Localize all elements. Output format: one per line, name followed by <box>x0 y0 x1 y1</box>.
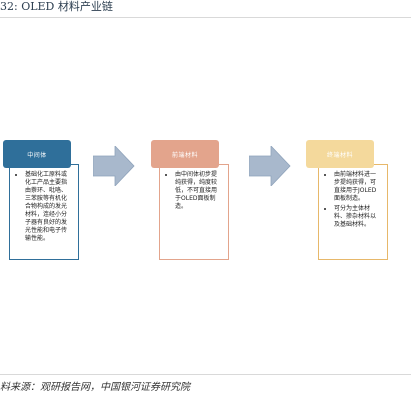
right-arrow-icon <box>249 146 291 186</box>
stage-card-front-end: 由中间体初步提纯获得，纯度较低，不可直接用于OLED面板制造。 <box>159 164 229 260</box>
right-arrow-icon <box>93 146 135 186</box>
stage-bullet: 基础化工原料或化工产品主要指由萘环、吡咯、三苯胺等有机化合物构成的发光材料，连经… <box>25 171 71 243</box>
source-divider <box>0 374 411 375</box>
stage-header-front-end: 前端材料 <box>151 140 219 168</box>
stage-header-intermediate: 中间体 <box>3 140 71 168</box>
stage-bullet: 可分为主体材料、掺杂材料以及基础材料。 <box>334 205 380 229</box>
stage-bullet: 由中间体初步提纯获得，纯度较低，不可直接用于OLED面板制造。 <box>175 171 221 211</box>
stage-bullet: 由前端材料进一步提纯获得，可直接用于JOLED面板制造。 <box>334 171 380 203</box>
figure-title: 32: OLED 材料产业链 <box>0 0 113 13</box>
stage-header-terminal: 终端材料 <box>306 140 374 168</box>
stage-bullet-list: 基础化工原料或化工产品主要指由萘环、吡咯、三苯胺等有机化合物构成的发光材料，连经… <box>18 171 71 243</box>
title-divider <box>0 17 411 18</box>
stage-bullet-list: 由中间体初步提纯获得，纯度较低，不可直接用于OLED面板制造。 <box>168 171 221 211</box>
stage-card-intermediate: 基础化工原料或化工产品主要指由萘环、吡咯、三苯胺等有机化合物构成的发光材料，连经… <box>9 164 79 260</box>
source-note: 料来源：观研报告网，中国银河证券研究院 <box>0 382 190 393</box>
stage-bullet-list: 由前端材料进一步提纯获得，可直接用于JOLED面板制造。 可分为主体材料、掺杂材… <box>327 171 380 229</box>
stage-card-terminal: 由前端材料进一步提纯获得，可直接用于JOLED面板制造。 可分为主体材料、掺杂材… <box>318 164 388 260</box>
